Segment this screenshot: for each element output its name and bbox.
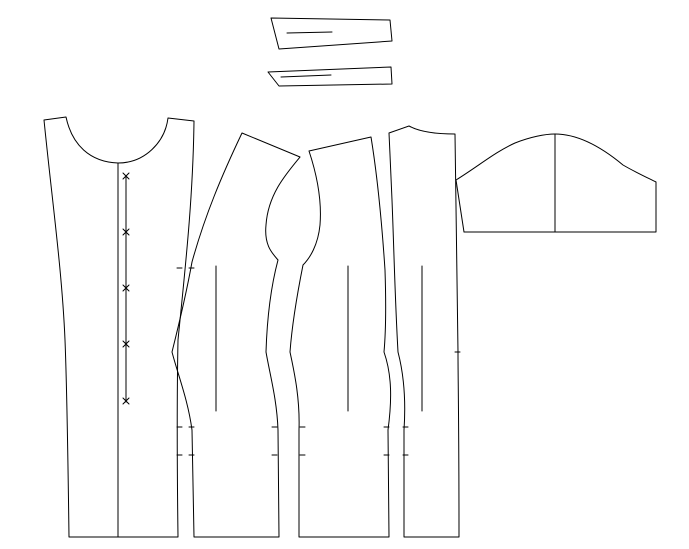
collar-piece-upper xyxy=(270,17,393,50)
side-back-piece xyxy=(289,136,392,538)
button-markers xyxy=(122,172,130,405)
collar-piece-lower xyxy=(267,66,393,87)
front-piece xyxy=(43,116,195,538)
sleeve-piece xyxy=(455,133,657,233)
side-front-piece xyxy=(171,132,301,538)
back-piece xyxy=(388,125,461,538)
